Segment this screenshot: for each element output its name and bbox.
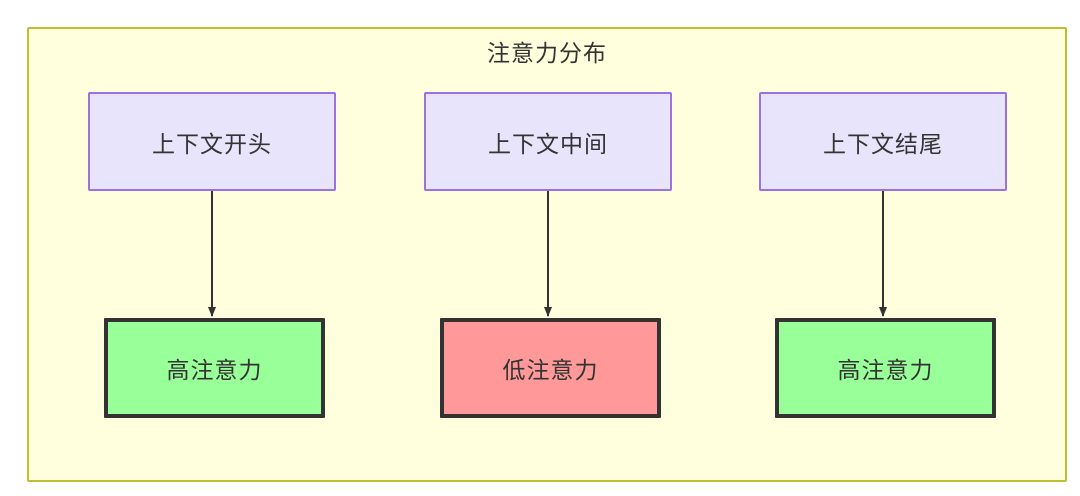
- node-label: 上下文开头: [152, 130, 272, 157]
- subgraph-title: 注意力分布: [487, 40, 607, 66]
- node-label: 高注意力: [837, 357, 934, 383]
- node-label: 低注意力: [502, 357, 599, 383]
- node-high-attention-start[interactable]: 高注意力: [104, 318, 325, 418]
- node-label: 上下文中间: [488, 130, 608, 157]
- node-high-attention-end[interactable]: 高注意力: [775, 318, 996, 418]
- node-context-start[interactable]: 上下文开头: [88, 92, 336, 191]
- node-context-middle[interactable]: 上下文中间: [424, 92, 672, 191]
- node-label: 上下文结尾: [823, 130, 943, 157]
- node-context-end[interactable]: 上下文结尾: [759, 92, 1007, 191]
- node-low-attention-middle[interactable]: 低注意力: [440, 318, 661, 418]
- node-label: 高注意力: [166, 357, 263, 383]
